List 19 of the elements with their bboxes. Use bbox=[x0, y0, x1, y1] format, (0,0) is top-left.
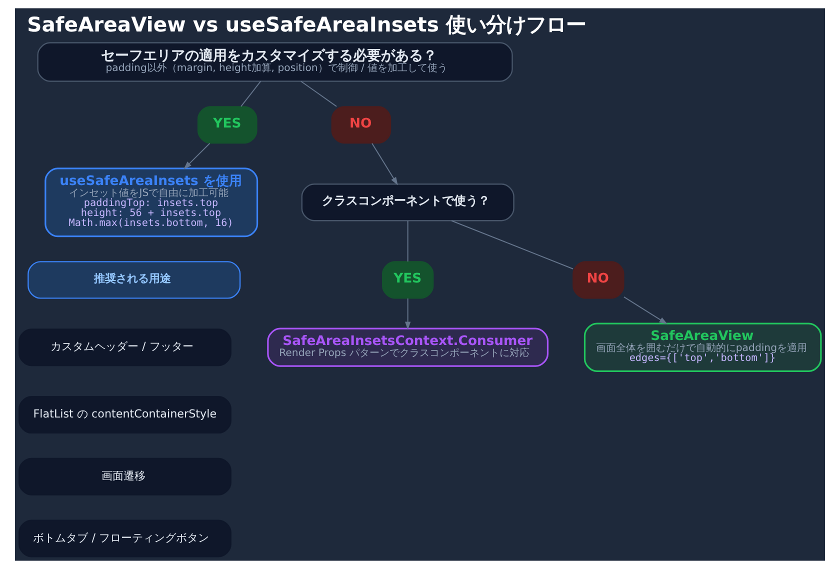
arrow bbox=[624, 296, 668, 324]
node-box: SafeAreaInsetsContext.Consumer Render Props パターンでクラスコンポーネントに対応 bbox=[267, 328, 549, 367]
node-box: クラスコンポーネントで使う？ bbox=[301, 184, 514, 222]
connector bbox=[407, 220, 408, 262]
node-box: セーフエリアの適用をカスタマイズする必要がある？ padding以外（margin, height加算, position）で制御 / 値を加工して使う bbox=[37, 42, 513, 82]
node-box: NO bbox=[572, 261, 624, 299]
diagram-title: SafeAreaView vs useSafeAreaInsets 使い分けフロー bbox=[27, 12, 586, 37]
node-box: YES bbox=[382, 261, 434, 299]
node-box: SafeAreaView 画面全体を囲むだけで自動的にpaddingを適用 edges={['top','bottom']} bbox=[584, 322, 822, 372]
arrow bbox=[404, 298, 411, 330]
connector bbox=[451, 220, 574, 270]
connector bbox=[300, 80, 337, 107]
connector bbox=[240, 80, 262, 107]
node-box: NO bbox=[331, 106, 392, 144]
node-box: 推奨される用途 bbox=[28, 261, 241, 299]
arrow bbox=[372, 143, 398, 186]
node-box: useSafeAreaInsets を使用 インセット値をJSで自由に加工可能 paddingTop: insets.top height: 56 + insets.top Math.max(insets.bottom, 16) bbox=[44, 168, 258, 238]
arrow bbox=[184, 143, 210, 170]
node-box: YES bbox=[197, 106, 258, 144]
